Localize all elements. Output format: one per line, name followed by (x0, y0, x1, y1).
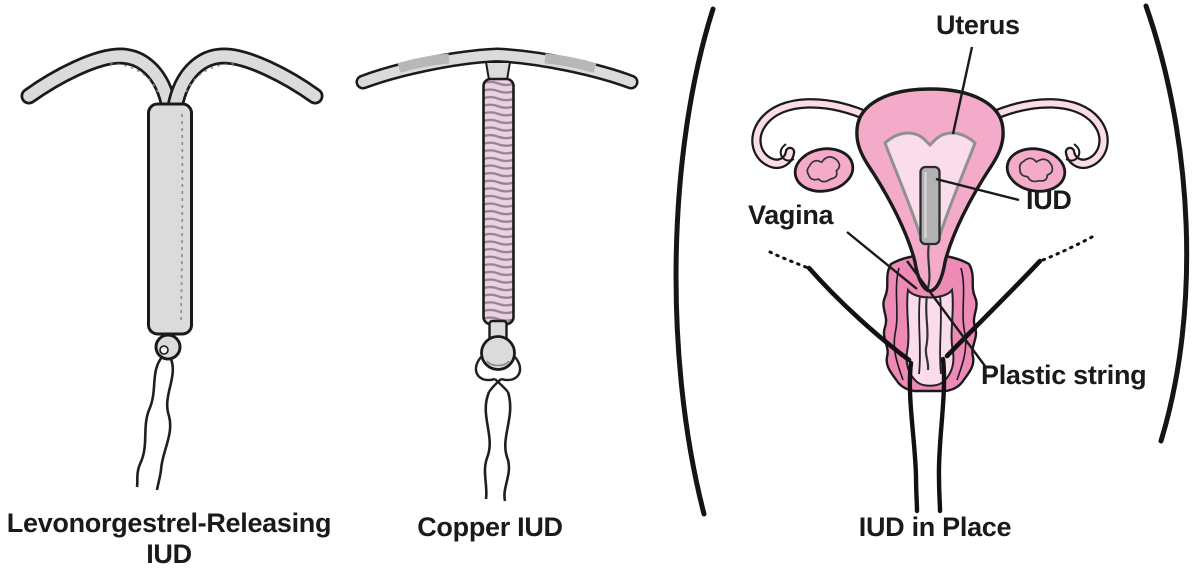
left-parenthesis (673, 6, 716, 517)
copper-string-loop (474, 356, 496, 382)
cleft-line-right (936, 356, 947, 514)
iud-leader-line (935, 177, 1020, 202)
vagina-label: Vagina (748, 200, 834, 230)
levonorgestrel-caption: Levonorgestrel-Releasing IUD (4, 508, 334, 570)
levo-stem (147, 102, 193, 336)
copper-coil-stem (482, 77, 515, 326)
iud-label: IUD (1026, 185, 1072, 215)
ovary-left (793, 147, 855, 193)
plastic-string-in-canal (924, 295, 930, 371)
anatomy-drawing (673, 3, 1190, 517)
uterus-leader-line (951, 46, 974, 135)
copper-strings (483, 391, 492, 500)
copper-caption: Copper IUD (417, 512, 563, 542)
levo-strings (135, 356, 164, 488)
levonorgestrel-caption-line1: Levonorgestrel-Releasing (6, 508, 332, 538)
vagina-leader-line (846, 231, 918, 290)
copper-ball (480, 335, 516, 371)
cleft-line-left (907, 360, 920, 514)
right-parenthesis (1143, 3, 1190, 444)
iud-in-place-caption: IUD in Place (858, 512, 1012, 542)
copper-band-left (397, 53, 450, 73)
copper-band-right (544, 53, 597, 73)
levonorgestrel-caption-line2: IUD (146, 539, 192, 570)
plastic-string-label: Plastic string (981, 360, 1147, 390)
vulva-line-left (806, 265, 912, 363)
plastic-string-leader-line (906, 260, 986, 367)
uterus-label: Uterus (936, 10, 1020, 40)
copper-iud-drawing (355, 47, 639, 502)
ovary-right (1005, 147, 1067, 193)
vaginal-canal (905, 287, 955, 387)
levonorgestrel-iud-drawing (20, 47, 324, 491)
levo-knob (154, 333, 182, 361)
vulva-line-right (944, 258, 1043, 359)
